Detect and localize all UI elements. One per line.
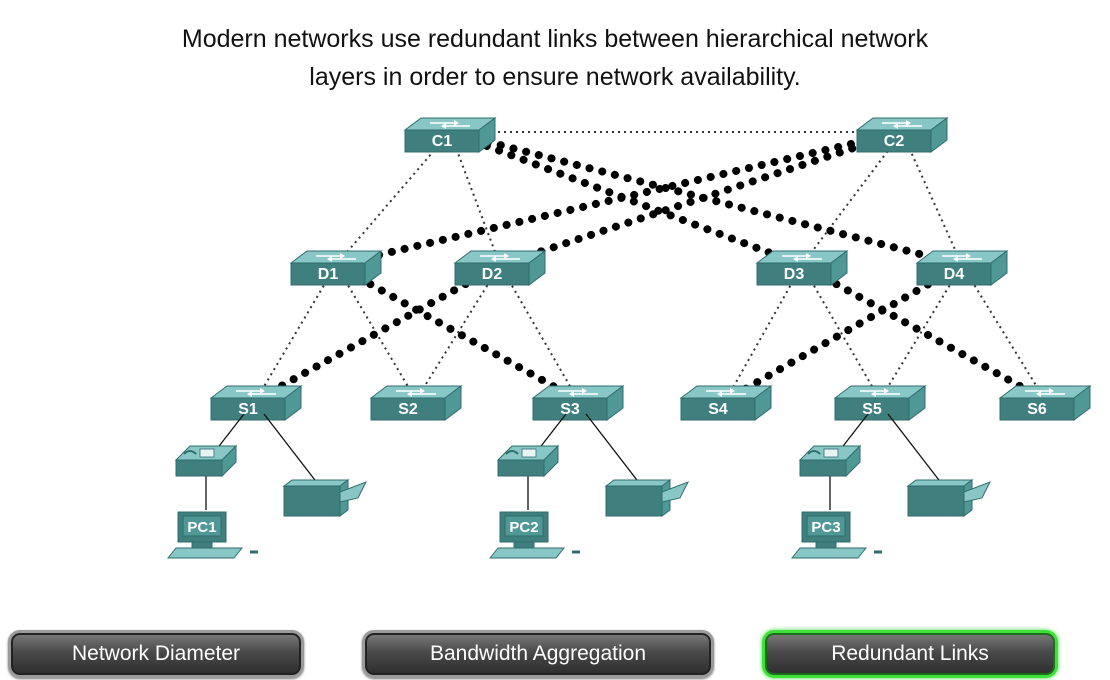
link-d1-s1 [255,264,337,401]
switch-c2: C2 [855,117,949,153]
link-d2-s3 [499,264,579,401]
switch-d2: D2 [453,250,547,286]
pc-icon: PC3 [790,511,882,559]
switch-label-s2: S2 [398,401,418,418]
caption-line-2: layers in order to ensure network availa… [309,63,801,91]
link-c1-d1 [335,131,451,266]
link-d2-s2 [415,264,501,401]
pc-label-pc1: PC1 [187,519,216,536]
pc-icon: PC2 [488,511,580,559]
network-diameter-button[interactable]: Network Diameter [8,630,304,678]
switch-label-s6: S6 [1027,401,1047,418]
pc-icon: PC1 [166,511,258,559]
link-d4-s5 [879,264,963,401]
link-d4-s6 [961,264,1046,401]
switch-s4: S4 [679,385,773,421]
redundant-links-button[interactable]: Redundant Links [762,630,1058,678]
printer-icon [906,479,992,517]
switch-d1: D1 [289,250,383,286]
redundant-link-c1-d3 [446,128,806,269]
link-d3-s4 [725,264,803,401]
switch-label-s1: S1 [238,401,258,418]
switch-s3: S3 [531,385,625,421]
switch-label-s5: S5 [862,401,882,418]
redundant-link-c2-d1 [332,128,906,269]
switch-label-d2: D2 [482,266,503,283]
switch-s2: S2 [369,385,463,421]
ip-phone-icon [174,444,238,478]
redundant-links-layer [252,128,1049,404]
caption-line-1: Modern networks use redundant links betw… [181,25,929,53]
ip-phone-icon [798,444,862,478]
switch-label-d1: D1 [318,266,339,283]
link-d3-s5 [801,264,881,401]
link-c2-d3 [801,131,903,266]
switch-label-c2: C2 [884,133,905,150]
diagram-caption: Modern networks use redundant links betw… [0,20,1110,96]
switch-d3: D3 [755,250,849,286]
switch-s5: S5 [833,385,927,421]
switch-c1: C1 [403,117,497,153]
link-c2-d4 [901,131,963,266]
printer-icon [604,479,690,517]
pc-label-pc3: PC3 [811,519,840,536]
switch-label-d4: D4 [944,266,965,283]
switch-label-d3: D3 [784,266,805,283]
switch-label-s4: S4 [708,401,728,418]
redundant-link-d4-s4 [722,261,966,404]
redundant-link-c2-d2 [496,128,906,269]
pc-label-pc2: PC2 [509,519,538,536]
switch-s1: S1 [209,385,303,421]
switch-d4: D4 [915,250,1009,286]
switch-label-s3: S3 [560,401,580,418]
switch-s6: S6 [998,385,1092,421]
ip-phone-icon [496,444,560,478]
redundant-link-d2-s1 [252,261,504,404]
bandwidth-aggregation-button[interactable]: Bandwidth Aggregation [362,630,714,678]
printer-icon [282,479,368,517]
switch-label-c1: C1 [432,133,453,150]
thin-links-layer [255,131,1046,401]
